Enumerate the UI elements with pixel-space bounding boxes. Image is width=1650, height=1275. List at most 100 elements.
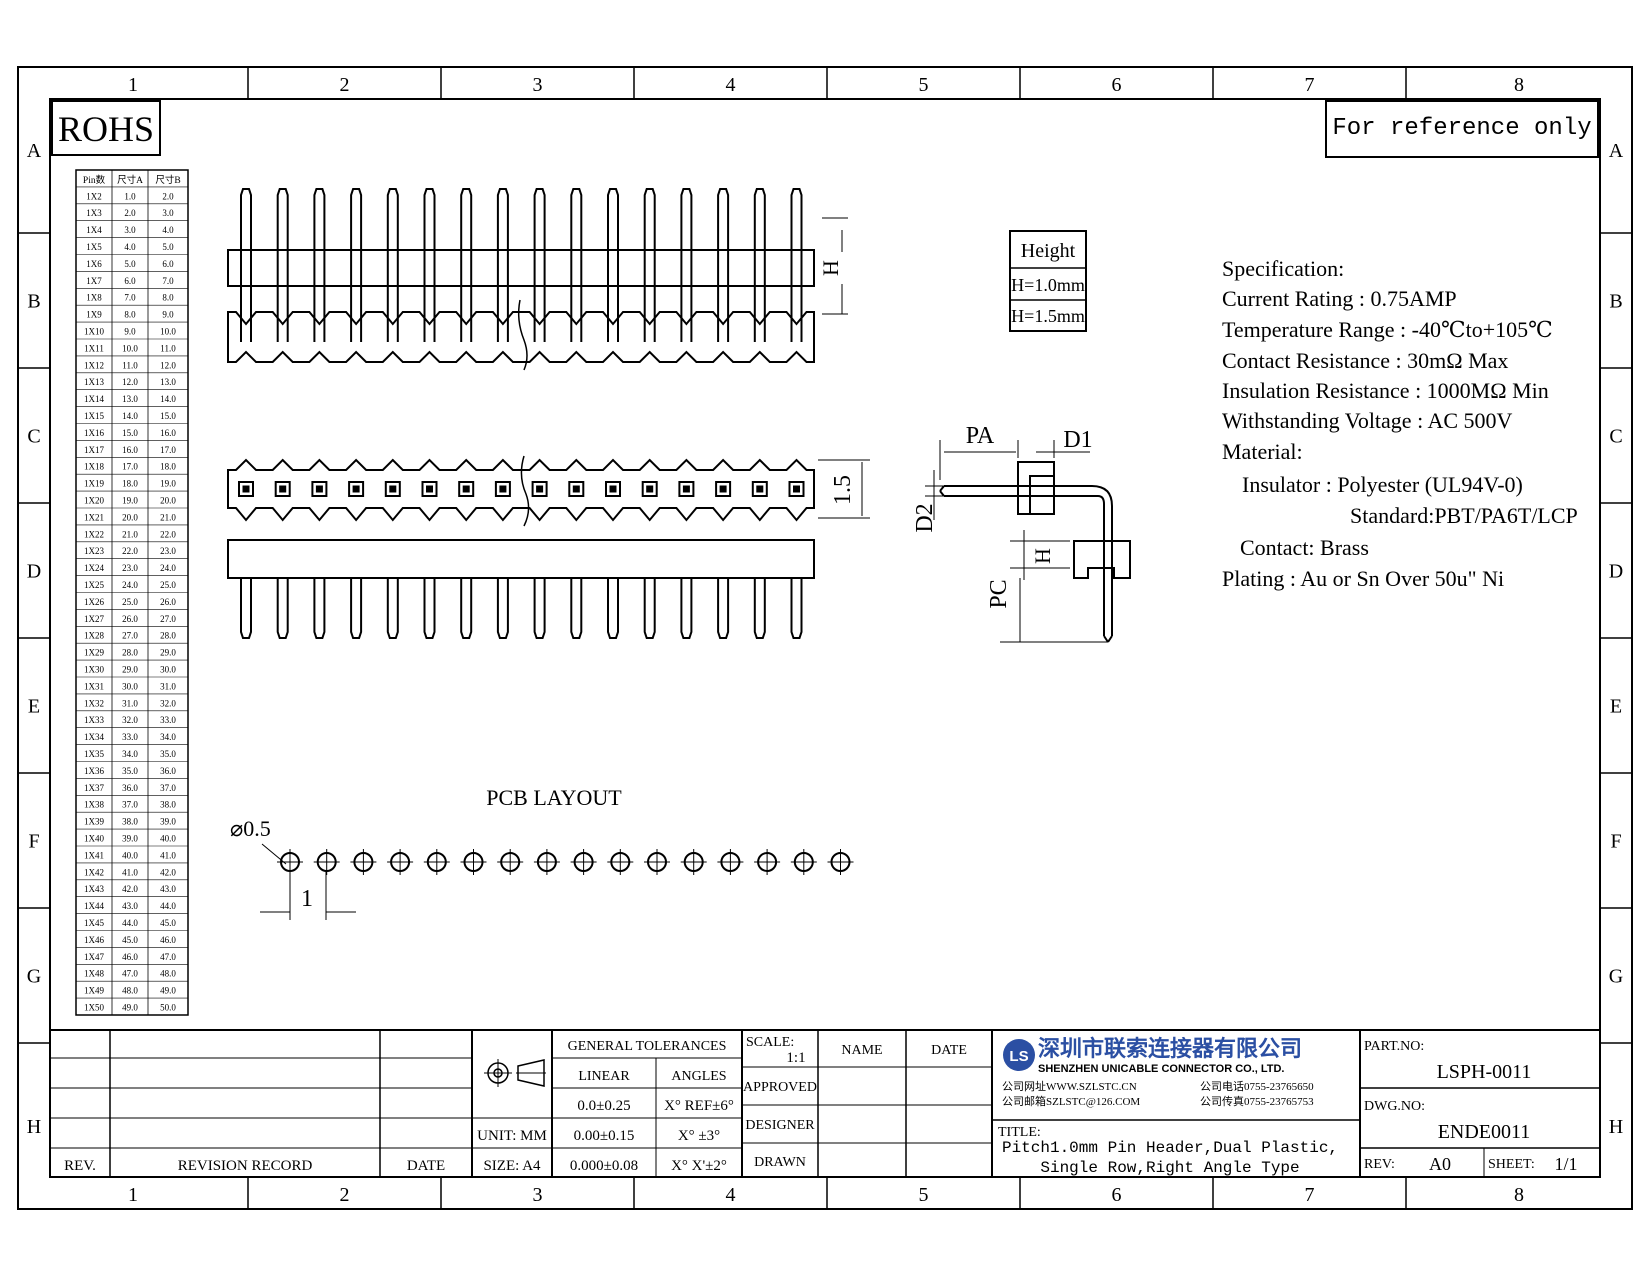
pin-table-cell: 21.0 [160, 512, 176, 522]
grid-column-label: 7 [1305, 74, 1315, 96]
h-dimension: H [818, 217, 848, 315]
pin-table-cell: 33.0 [122, 732, 138, 742]
pin-table-cell: 10.0 [122, 343, 138, 353]
contact-square-inner [793, 485, 800, 493]
grid-column-label: 1 [128, 1184, 138, 1206]
pin-table-cell: 6.0 [162, 259, 174, 269]
grid-column-label: 3 [533, 74, 543, 96]
pin-table-cell: 15.0 [122, 428, 138, 438]
pin-table-cell: 12.0 [160, 360, 176, 370]
pin-table-cell: 1X26 [84, 597, 104, 607]
company-logo: LS [1003, 1039, 1035, 1071]
title-line-1: Pitch1.0mm Pin Header,Dual Plastic, [1002, 1139, 1338, 1157]
pin-table-cell: 24.0 [160, 563, 176, 573]
company-name-cn: 深圳市联索连接器有限公司 [1038, 1036, 1302, 1061]
pin-table-cell: 16.0 [122, 445, 138, 455]
pin-table-cell: 25.0 [160, 580, 176, 590]
pin-table-header: Pin数 [83, 174, 106, 186]
pin-table-cell: 18.0 [160, 462, 176, 472]
pin-table-cell: 46.0 [122, 952, 138, 962]
header-pin [607, 188, 619, 342]
pin-table-cell: 31.0 [160, 681, 176, 691]
tol-linear-1: 0.0±0.25 [577, 1098, 630, 1114]
company-phone: 公司电话0755-23765650 [1200, 1080, 1314, 1093]
pc-label: PC [986, 579, 1012, 608]
pin-table-cell: 22.0 [160, 529, 176, 539]
pin-table-header: 尺寸A [117, 174, 143, 186]
pin-table-cell: 1X45 [84, 918, 104, 928]
front-pin [496, 578, 509, 639]
pin-table-cell: 1X31 [84, 681, 104, 691]
pin-table-cell: 47.0 [160, 952, 176, 962]
contact-square-inner [462, 485, 470, 493]
pin-table-cell: 31.0 [122, 698, 138, 708]
name-label: NAME [841, 1043, 882, 1058]
header-pin [460, 188, 473, 342]
pin-table-cell: 24.0 [122, 580, 138, 590]
pin-table-cell: 1X16 [84, 428, 104, 438]
header-pin [386, 188, 399, 342]
pin-table-cell: 1X19 [84, 479, 104, 489]
height-row-2: H=1.5mm [1011, 306, 1085, 326]
pin-table-cell: 1X7 [86, 276, 102, 286]
contact-square [311, 481, 328, 497]
pin-table-cell: 35.0 [122, 766, 138, 776]
contact-square [458, 481, 475, 497]
pin-table-cell: 18.0 [122, 479, 138, 489]
scale-value: 1:1 [786, 1050, 805, 1066]
pin-table-cell: 45.0 [122, 935, 138, 945]
pin-table-cell: 29.0 [122, 665, 138, 675]
pin-table-cell: 1X33 [84, 715, 104, 725]
grid-column-label: 5 [919, 74, 929, 96]
grid-row-label: C [1609, 426, 1622, 448]
designer-label: DESIGNER [745, 1118, 815, 1133]
dwg-no-value: ENDE0011 [1438, 1121, 1531, 1143]
pin-table-cell: 2.0 [162, 191, 174, 201]
pin-table-cell: 1X17 [84, 445, 104, 455]
pin-table-cell: 1X50 [84, 1003, 104, 1013]
contact-square [384, 481, 401, 497]
pin-table-cell: 5.0 [162, 242, 174, 252]
pin-table-header: 尺寸B [155, 174, 180, 186]
pin-table-cell: 42.0 [122, 884, 138, 894]
pin-table-cell: 1X28 [84, 631, 104, 641]
pin-table-cell: 3.0 [162, 208, 174, 218]
pin-table-cell: 1X18 [84, 462, 104, 472]
header-pin [350, 188, 363, 342]
contact-square-inner [682, 485, 690, 493]
pin-table-cell: 26.0 [122, 614, 138, 624]
contact-square-inner [315, 485, 323, 493]
general-tolerances-label: GENERAL TOLERANCES [568, 1039, 727, 1054]
rev-label: REV. [64, 1158, 96, 1174]
pin-table-cell: 32.0 [160, 698, 176, 708]
contact-square-inner [536, 485, 544, 493]
pin-table-cell: 1X37 [84, 783, 104, 793]
pin-table-cell: 36.0 [160, 766, 176, 776]
header-pin [496, 188, 509, 342]
contact-square-inner [352, 485, 360, 493]
pin-table-cell: 44.0 [122, 918, 138, 928]
dim-1-5: 1.5 [818, 459, 870, 519]
pin-table-cell: 1X25 [84, 580, 104, 590]
contact-square-inner [242, 485, 250, 493]
pin-table-cell: 30.0 [122, 681, 138, 691]
pin-table-cell: 50.0 [160, 1003, 176, 1013]
pin-table-cell: 1X27 [84, 614, 104, 624]
front-pin [313, 578, 326, 639]
grid-column-label: 1 [128, 74, 138, 96]
revision-date-label: DATE [407, 1158, 445, 1174]
pin-table-cell: 1X29 [84, 648, 104, 658]
pitch-label: 1 [301, 886, 313, 912]
front-pin [533, 578, 546, 639]
title-line-2: Single Row,Right Angle Type [1040, 1159, 1299, 1177]
pin-table-cell: 34.0 [122, 749, 138, 759]
grid-column-label: 6 [1112, 74, 1122, 96]
pin-table-cell: 12.0 [122, 377, 138, 387]
pin-table-cell: 28.0 [122, 648, 138, 658]
h-dim-label: H [818, 260, 843, 276]
pin-table-cell: 40.0 [122, 850, 138, 860]
pin-table-cell: 1X21 [84, 512, 104, 522]
front-pin [643, 578, 656, 639]
pin-table-cell: 17.0 [122, 462, 138, 472]
